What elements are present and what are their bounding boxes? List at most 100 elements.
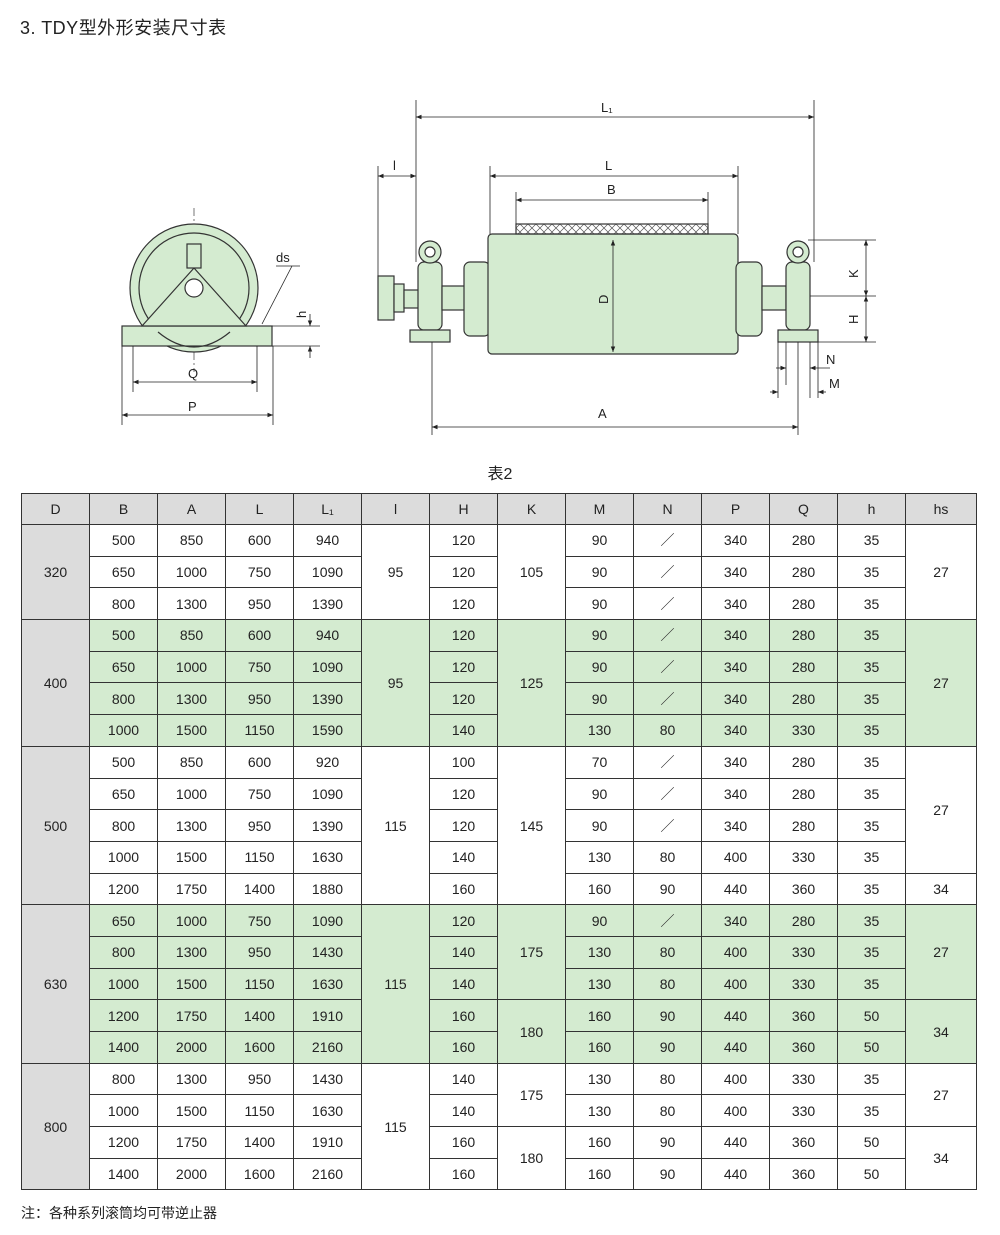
- cell-L: 750: [225, 555, 294, 589]
- cell-L1: 1910: [293, 1126, 362, 1159]
- cell-L: 750: [225, 650, 294, 684]
- cell-h: 35: [837, 904, 906, 937]
- column-header: H: [429, 493, 498, 525]
- cell-L1: 1390: [293, 587, 362, 621]
- cell-M: 160: [565, 872, 634, 906]
- cell-L: 600: [225, 745, 294, 779]
- label-K: K: [846, 269, 861, 278]
- cell-B: 1200: [89, 999, 158, 1032]
- cell-P: 400: [701, 967, 770, 1001]
- cell-M: 160: [565, 1157, 634, 1191]
- cell-B: 650: [89, 555, 158, 589]
- cell-A: 1300: [157, 935, 226, 969]
- label-h: h: [294, 311, 309, 318]
- cell-M: 90: [565, 904, 634, 937]
- front-view-dimensions: [377, 100, 876, 435]
- cell-A: 1500: [157, 840, 226, 874]
- side-view: [121, 208, 273, 372]
- cell-N: ／: [633, 587, 702, 621]
- cell-hs: 27: [905, 619, 977, 747]
- cell-P: 440: [701, 872, 770, 906]
- cell-H: 160: [429, 999, 498, 1032]
- cell-L: 750: [225, 777, 294, 811]
- cell-Q: 330: [769, 967, 838, 1001]
- cell-D: 320: [21, 523, 90, 621]
- cell-L1: 940: [293, 524, 362, 557]
- cell-L1: 1630: [293, 967, 362, 1001]
- cell-N: ／: [633, 619, 702, 652]
- cell-M: 90: [565, 650, 634, 684]
- cell-H: 160: [429, 1157, 498, 1191]
- cell-B: 1200: [89, 872, 158, 906]
- cell-l: 95: [361, 523, 430, 621]
- cell-l: 115: [361, 745, 430, 906]
- cell-L: 1400: [225, 872, 294, 906]
- cell-h: 35: [837, 555, 906, 589]
- cell-D: 800: [21, 1062, 90, 1191]
- cell-A: 850: [157, 619, 226, 652]
- cell-A: 1500: [157, 967, 226, 1001]
- cell-L: 950: [225, 682, 294, 716]
- column-header: A: [157, 493, 226, 525]
- cell-hs: 34: [905, 872, 977, 906]
- cell-Q: 280: [769, 809, 838, 842]
- cell-B: 650: [89, 904, 158, 937]
- cell-Q: 280: [769, 587, 838, 621]
- cell-Q: 330: [769, 935, 838, 969]
- cell-L: 1400: [225, 1126, 294, 1159]
- cell-P: 440: [701, 999, 770, 1032]
- cell-hs: 34: [905, 1126, 977, 1191]
- cell-Q: 360: [769, 999, 838, 1032]
- cell-M: 90: [565, 555, 634, 589]
- cell-B: 1000: [89, 840, 158, 874]
- cell-hs: 27: [905, 1062, 977, 1128]
- column-header: hs: [905, 493, 977, 525]
- cell-Q: 280: [769, 619, 838, 652]
- cell-h: 35: [837, 1062, 906, 1096]
- cell-Q: 360: [769, 1157, 838, 1191]
- cell-P: 400: [701, 840, 770, 874]
- cell-P: 340: [701, 904, 770, 937]
- cell-H: 100: [429, 745, 498, 779]
- cell-K: 175: [497, 904, 566, 1001]
- cell-M: 90: [565, 619, 634, 652]
- label-A: A: [598, 406, 607, 421]
- label-H: H: [846, 315, 861, 324]
- cell-N: 90: [633, 1157, 702, 1191]
- cell-P: 440: [701, 1126, 770, 1159]
- cell-B: 1400: [89, 1157, 158, 1191]
- cell-L: 600: [225, 619, 294, 652]
- cell-K: 180: [497, 999, 566, 1064]
- cell-l: 115: [361, 904, 430, 1064]
- cell-L1: 1090: [293, 904, 362, 937]
- cell-L1: 1390: [293, 809, 362, 842]
- cell-L1: 1590: [293, 714, 362, 747]
- cell-B: 800: [89, 935, 158, 969]
- cell-P: 340: [701, 777, 770, 811]
- front-view: [377, 223, 819, 355]
- cell-N: 90: [633, 1031, 702, 1064]
- cell-B: 800: [89, 587, 158, 621]
- cell-H: 140: [429, 840, 498, 874]
- cell-B: 650: [89, 650, 158, 684]
- cell-A: 1000: [157, 650, 226, 684]
- cell-A: 1500: [157, 1094, 226, 1128]
- cell-H: 160: [429, 872, 498, 906]
- cell-K: 125: [497, 619, 566, 747]
- cell-B: 800: [89, 1062, 158, 1096]
- cell-M: 130: [565, 1094, 634, 1128]
- cell-H: 140: [429, 1062, 498, 1096]
- cell-A: 1750: [157, 1126, 226, 1159]
- cell-A: 1000: [157, 555, 226, 589]
- cell-hs: 27: [905, 745, 977, 874]
- cell-B: 1200: [89, 1126, 158, 1159]
- cell-N: 90: [633, 872, 702, 906]
- label-l: l: [393, 158, 396, 173]
- cell-B: 800: [89, 809, 158, 842]
